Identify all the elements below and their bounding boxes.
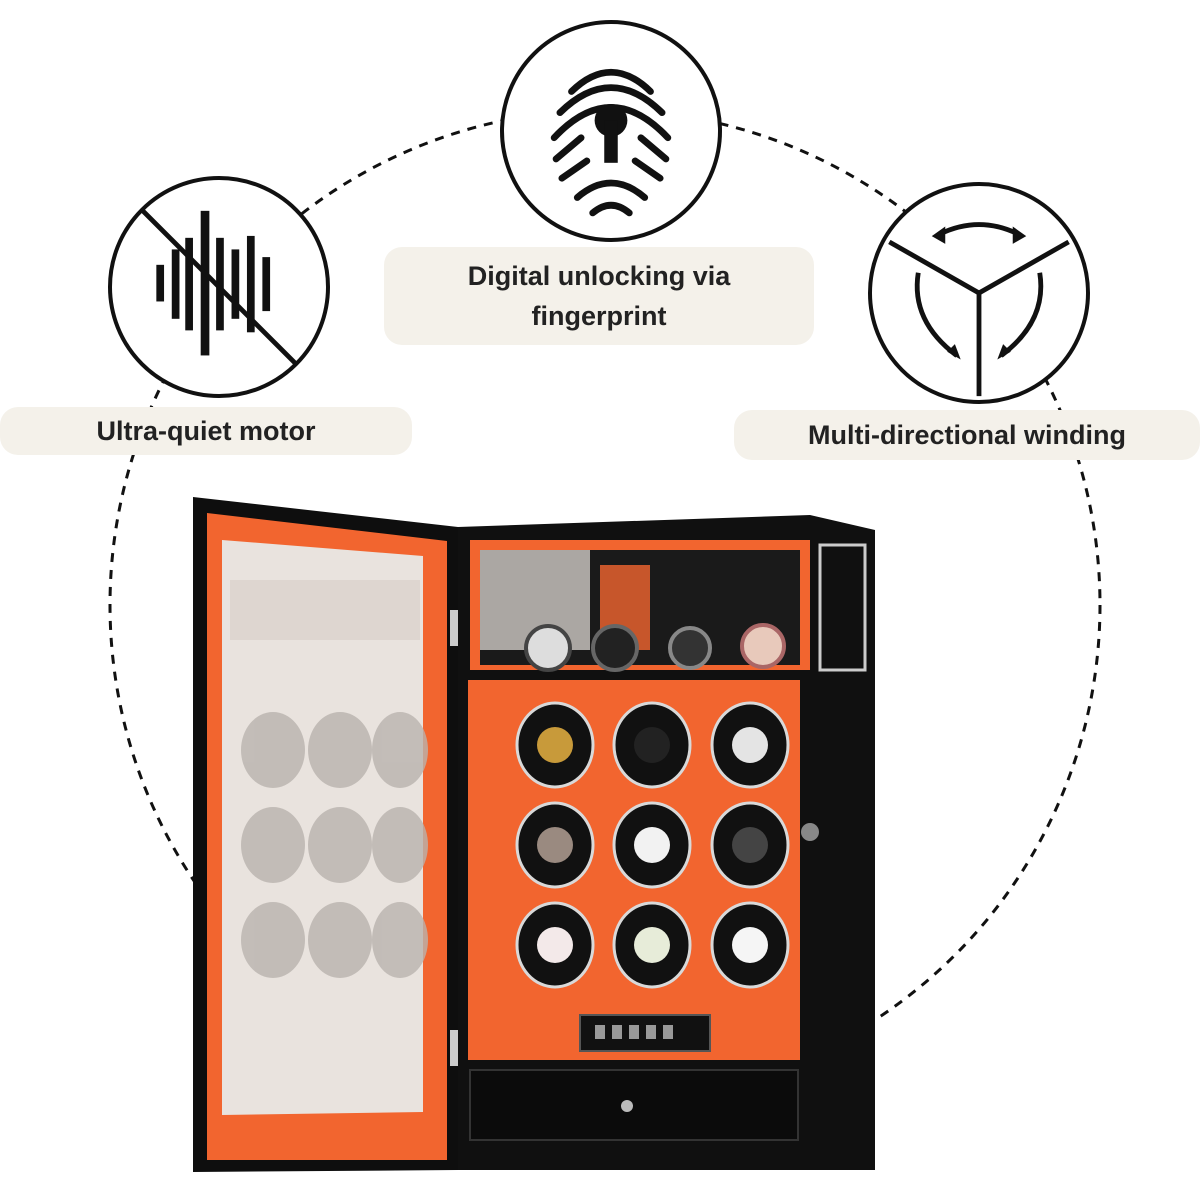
quiet-motor-circle — [108, 176, 330, 398]
rotation-arrows-icon — [888, 222, 1070, 397]
winding-label: Multi-directional winding — [734, 410, 1200, 460]
no-sound-wave-icon — [139, 207, 299, 367]
rotor-slots — [515, 701, 790, 989]
display-watches — [524, 623, 786, 672]
fingerprint-label: Digital unlocking via fingerprint — [384, 247, 814, 345]
quiet-motor-label: Ultra-quiet motor — [0, 407, 412, 455]
drawer — [469, 1069, 799, 1141]
winding-circle — [868, 182, 1090, 404]
fingerprint-circle — [500, 20, 722, 242]
cabinet-door — [193, 497, 464, 1172]
fingerprint-lock-icon — [550, 68, 672, 217]
cabinet-body — [458, 515, 875, 1170]
control-panel — [579, 1014, 711, 1052]
